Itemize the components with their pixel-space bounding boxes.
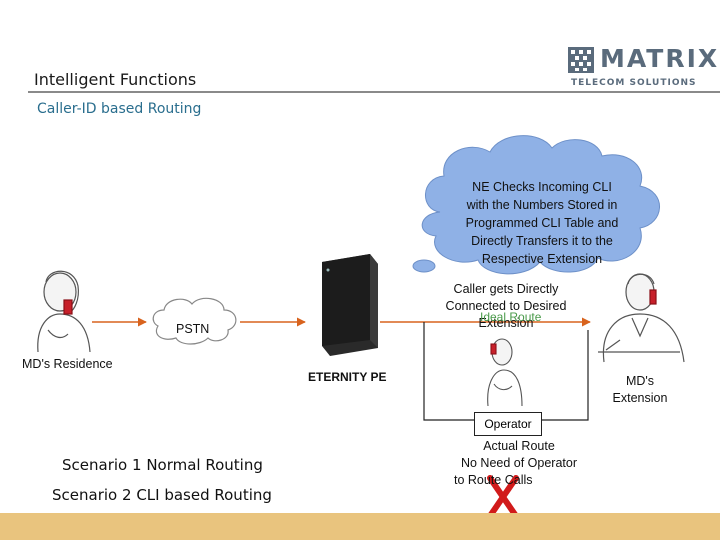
scenario-1: Scenario 1 Normal Routing (62, 456, 263, 474)
callout-cloud (412, 135, 660, 275)
pstn-cloud (152, 297, 237, 345)
extension-label-line: Extension (612, 391, 668, 405)
ideal-route-label: Ideal Route (480, 310, 542, 324)
page-subtitle: Caller-ID based Routing (37, 101, 202, 117)
eternity-pe-device (322, 254, 378, 356)
logo-tagline: TELECOM SOLUTIONS (571, 78, 697, 88)
extension-label-line: MD's (625, 374, 655, 388)
caller-note-line: Connected to Desired (445, 299, 567, 313)
footer-bar (0, 513, 720, 540)
callout-line: Directly Transfers it to the (471, 234, 613, 248)
residence-label: MD's Residence (22, 357, 113, 371)
callout-text: NE Checks Incoming CLI with the Numbers … (452, 178, 632, 268)
caller-note-line: Caller gets Directly (453, 282, 559, 296)
md-man-figure (598, 273, 685, 363)
caller-woman-figure (37, 270, 91, 353)
callout-line: NE Checks Incoming CLI (472, 180, 612, 194)
actual-route-note: Actual Route No Need of Operator to Rout… (452, 438, 586, 489)
actual-route-line: No Need of Operator (460, 456, 578, 470)
caller-note-line: Extension (478, 316, 534, 330)
no-operator-cross-icon (487, 475, 519, 519)
actual-route-line: to Route Calls (454, 473, 533, 487)
operator-box: Operator (474, 412, 542, 436)
pbx-label: ETERNITY PE (308, 370, 387, 384)
callout-line: Respective Extension (481, 252, 603, 266)
callout-line: with the Numbers Stored in (466, 198, 618, 212)
callout-line: Programmed CLI Table and (465, 216, 619, 230)
pstn-label: PSTN (176, 322, 210, 336)
title-divider (28, 91, 720, 93)
logo-word: MATRIX (600, 44, 720, 73)
scenario-number: Scenario 1 (62, 456, 142, 474)
matrix-logo-mark-icon (568, 47, 594, 73)
operator-woman-figure (487, 338, 523, 407)
scenario-text: CLI based Routing (136, 486, 272, 504)
page-title: Intelligent Functions (34, 70, 197, 89)
matrix-logo: MATRIX TELECOM SOLUTIONS (566, 44, 717, 92)
caller-note: Caller gets Directly Connected to Desire… (436, 281, 576, 332)
extension-label: MD's Extension (608, 373, 672, 407)
scenario-2: Scenario 2 CLI based Routing (52, 486, 272, 504)
actual-route-line: Actual Route (483, 439, 555, 453)
scenario-number: Scenario 2 (52, 486, 132, 504)
scenario-text: Normal Routing (146, 456, 263, 474)
